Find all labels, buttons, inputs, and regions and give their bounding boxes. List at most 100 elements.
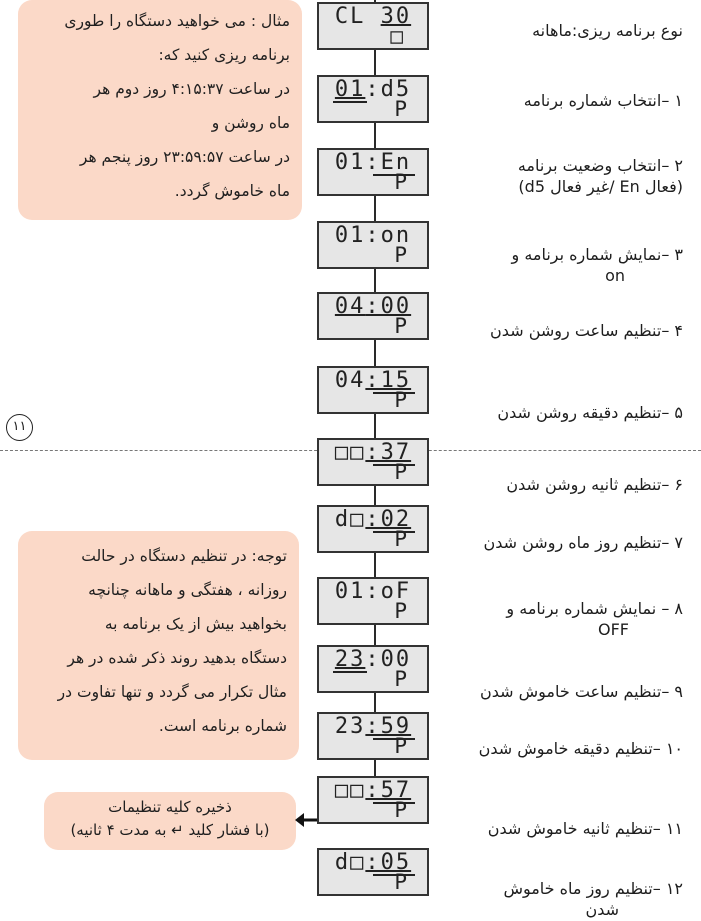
attention-note: توجه: در تنظیم دستگاه در حالت روزانه ، ه… xyxy=(18,531,299,760)
step-label-line: نوع برنامه ریزی:ماهانه xyxy=(532,21,683,40)
lcd-right-text: :59 xyxy=(365,714,412,739)
lcd-left-text: CL xyxy=(334,4,366,29)
example-note-line: در ساعت ۲۳:۵۹:۵۷ روز پنجم هر xyxy=(79,148,290,166)
lcd-right-text: :00 xyxy=(365,647,412,672)
lcd-bottom-symbol: P xyxy=(394,734,407,758)
lcd-underline xyxy=(373,464,415,466)
step-label-10: ۱۰ –تنظیم دقیقه خاموش شدن xyxy=(433,738,683,759)
page-number: ۱۱ xyxy=(6,414,33,441)
step-label-line: ۴ –تنظیم ساعت روشن شدن xyxy=(490,321,683,340)
step-label-8: ۸ – نمایش شماره برنامه و OFF xyxy=(433,598,683,640)
step-label-5: ۵ –تنظیم دقیقه روشن شدن xyxy=(433,402,683,423)
lcd-display-step-12: d□:05 P xyxy=(317,848,429,896)
lcd-bottom-symbol: P xyxy=(394,460,407,484)
lcd-right-text: :on xyxy=(365,223,412,248)
lcd-display-step-1: 01:d5 P xyxy=(317,75,429,123)
lcd-left-text: d□ xyxy=(334,850,366,875)
lcd-bottom-symbol: P xyxy=(394,798,407,822)
example-note-line: در ساعت ۴:۱۵:۳۷ روز دوم هر xyxy=(93,80,290,98)
lcd-display-step-8: 01:oF P xyxy=(317,577,429,625)
lcd-display-step-3: 01:on P xyxy=(317,221,429,269)
lcd-left-text: 01 xyxy=(334,223,366,248)
lcd-underline xyxy=(333,671,367,673)
step-label-line: ۳ –نمایش شماره برنامه و xyxy=(511,245,684,264)
lcd-underline xyxy=(373,738,415,740)
lcd-right-text: :oF xyxy=(365,579,412,604)
lcd-underline xyxy=(373,802,415,804)
lcd-right-text: :d5 xyxy=(365,77,412,102)
example-note: مثال : می خواهید دستگاه را طوری برنامه ر… xyxy=(18,0,302,220)
step-label-line: ۸ – نمایش شماره برنامه و xyxy=(506,599,683,618)
lcd-bottom-symbol: P xyxy=(394,170,407,194)
lcd-underline xyxy=(373,531,415,533)
step-label-3: ۳ –نمایش شماره برنامه و on xyxy=(433,244,684,286)
lcd-display-step-7: d□:02 P xyxy=(317,505,429,553)
example-note-line: برنامه ریزی کنید که: xyxy=(158,46,290,64)
lcd-right-text: :15 xyxy=(365,368,412,393)
step-label-7: ۷ –تنظیم روز ماه روشن شدن xyxy=(433,532,683,553)
attention-note-line: روزانه ، هفتگی و ماهانه چنانچه xyxy=(88,581,287,599)
lcd-bottom-symbol: P xyxy=(394,667,407,691)
lcd-bottom-symbol: P xyxy=(394,870,407,894)
step-label-2: ۲ –انتخاب وضعیت برنامه (فعال En /غیر فعا… xyxy=(433,155,683,197)
lcd-display-step-4: 04:00 P xyxy=(317,292,429,340)
step-label-line: OFF xyxy=(598,620,629,639)
step-label-line: ۱۱ –تنظیم ثانیه خاموش شدن xyxy=(487,819,683,838)
lcd-bottom-symbol: P xyxy=(394,97,407,121)
lcd-bottom-symbol: P xyxy=(394,388,407,412)
lcd-display-step-5: 04:15 P xyxy=(317,366,429,414)
example-note-line: ماه روشن و xyxy=(211,114,290,132)
lcd-left-text: □□ xyxy=(334,440,366,465)
lcd-display-step-11: □□:57 P xyxy=(317,776,429,824)
save-note-line: ذخیره کلیه تنظیمات xyxy=(108,798,232,816)
lcd-display-step-10: 23:59 P xyxy=(317,712,429,760)
lcd-right-text: :37 xyxy=(365,440,412,465)
step-label-line: ۷ –تنظیم روز ماه روشن شدن xyxy=(483,533,683,552)
step-label-line: (فعال En /غیر فعال d5) xyxy=(518,177,683,196)
lcd-right-text: :05 xyxy=(365,850,412,875)
lcd-right-text: :02 xyxy=(365,507,412,532)
lcd-left-text: 01 xyxy=(334,150,366,175)
lcd-display-step-6: □□:37 P xyxy=(317,438,429,486)
step-label-line: ۱ –انتخاب شماره برنامه xyxy=(523,91,683,110)
arrow-left-icon xyxy=(295,813,319,827)
lcd-left-text: □□ xyxy=(334,778,366,803)
lcd-left-text: 01 xyxy=(334,579,366,604)
attention-note-line: شماره برنامه است. xyxy=(158,717,287,735)
step-label-1: ۱ –انتخاب شماره برنامه xyxy=(433,90,683,111)
lcd-bottom-symbol: P xyxy=(394,314,407,338)
lcd-left-text: 01 xyxy=(334,77,366,102)
step-label-line: ۵ –تنظیم دقیقه روشن شدن xyxy=(497,403,683,422)
lcd-underline xyxy=(373,874,415,876)
step-label-line: ۱۲ –تنظیم روز ماه خاموش xyxy=(503,879,683,898)
lcd-left-text: 23 xyxy=(334,714,366,739)
save-note-line: (با فشار کلید ↵ به مدت ۴ ثانیه) xyxy=(70,821,270,839)
lcd-right-text: 30 xyxy=(380,4,412,29)
step-label-4: ۴ –تنظیم ساعت روشن شدن xyxy=(433,320,683,341)
lcd-display-step-2: 01:En P xyxy=(317,148,429,196)
step-label-11: ۱۱ –تنظیم ثانیه خاموش شدن xyxy=(433,818,683,839)
lcd-bottom-symbol: P xyxy=(394,527,407,551)
attention-note-line: مثال تکرار می گردد و تنها تفاوت در xyxy=(57,683,287,701)
attention-note-line: دستگاه بدهید روند ذکر شده در هر xyxy=(67,649,287,667)
step-label-6: ۶ –تنظیم ثانیه روشن شدن xyxy=(433,474,683,495)
example-note-line: مثال : می خواهید دستگاه را طوری xyxy=(64,12,290,30)
step-label-line: ۶ –تنظیم ثانیه روشن شدن xyxy=(506,475,683,494)
attention-note-line: بخواهید بیش از یک برنامه به xyxy=(104,615,287,633)
example-note-line: ماه خاموش گردد. xyxy=(174,182,290,200)
lcd-left-text: 23 xyxy=(334,647,366,672)
attention-note-line: توجه: در تنظیم دستگاه در حالت xyxy=(81,547,287,565)
lcd-bottom-symbol: □ xyxy=(390,24,403,48)
lcd-left-text: d□ xyxy=(334,507,366,532)
lcd-bottom-symbol: P xyxy=(394,599,407,623)
lcd-left-text: 04 xyxy=(334,368,366,393)
step-label-line: ۱۰ –تنظیم دقیقه خاموش شدن xyxy=(478,739,683,758)
lcd-right-text: :57 xyxy=(365,778,412,803)
lcd-left-text: 04 xyxy=(334,294,366,319)
step-label-9: ۹ –تنظیم ساعت خاموش شدن xyxy=(433,681,683,702)
lcd-display-step-9: 23:00 P xyxy=(317,645,429,693)
step-label-12: ۱۲ –تنظیم روز ماه خاموش شدن xyxy=(433,878,683,920)
lcd-bottom-symbol: P xyxy=(394,243,407,267)
lcd-right-text: :00 xyxy=(365,294,412,319)
step-label-line: on xyxy=(605,266,625,285)
